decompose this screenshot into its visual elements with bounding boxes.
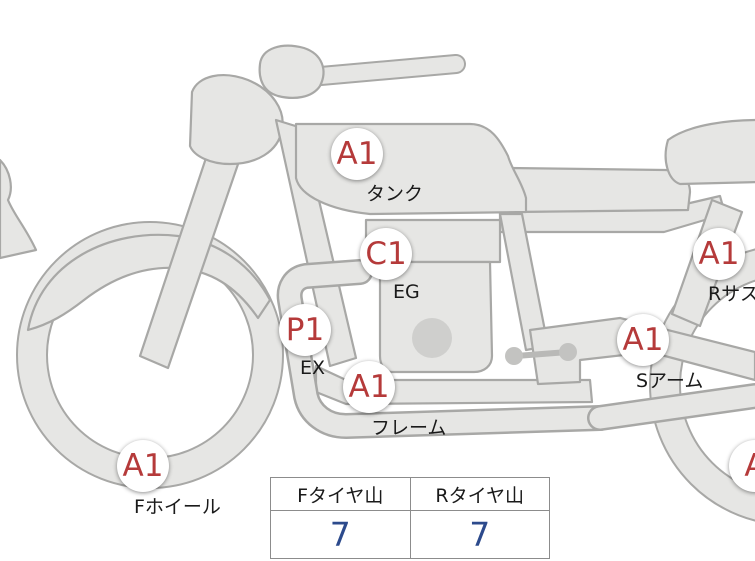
- frame-grade-badge: A1: [343, 361, 395, 413]
- tire-tread-table: Fタイヤ山 Rタイヤ山 7 7: [270, 476, 550, 559]
- front-fender: [26, 233, 272, 332]
- engine-label: EG: [393, 281, 420, 303]
- swing-arm-label: Sアーム: [636, 370, 704, 392]
- tank-grade-badge: A1: [331, 128, 383, 180]
- rear-tire-value: 7: [409, 510, 550, 559]
- left-edge-shape: [0, 158, 38, 260]
- exhaust-label: EX: [300, 357, 326, 379]
- front-tire-value: 7: [270, 510, 411, 559]
- seat: [508, 166, 692, 214]
- engine-cover: [412, 318, 452, 358]
- engine-grade-badge: C1: [360, 228, 412, 280]
- rear-suspension-grade-badge: A1: [693, 228, 745, 280]
- tank-label: タンク: [366, 183, 424, 205]
- chain-adjuster: [505, 343, 577, 365]
- handlebar-clamp: [258, 44, 325, 99]
- tire-table-header-row: Fタイヤ山 Rタイヤ山: [270, 476, 550, 512]
- frame-label: フレーム: [371, 417, 447, 439]
- swing-arm-grade-badge: A1: [617, 314, 669, 366]
- rear-fender: [664, 118, 755, 186]
- rear-suspension-label: Rサス: [708, 283, 755, 305]
- tire-table-value-row: 7 7: [270, 510, 550, 559]
- engine-block: [378, 260, 494, 374]
- front-tire-header: Fタイヤ山: [270, 476, 411, 512]
- rear-tire-header: Rタイヤ山: [409, 476, 550, 512]
- muffler: [589, 385, 755, 429]
- rear-wheel: [649, 248, 755, 522]
- exhaust-grade-badge: P1: [279, 304, 331, 356]
- front-wheel-grade-badge: A1: [117, 440, 169, 492]
- front-wheel-label: Fホイール: [134, 496, 221, 518]
